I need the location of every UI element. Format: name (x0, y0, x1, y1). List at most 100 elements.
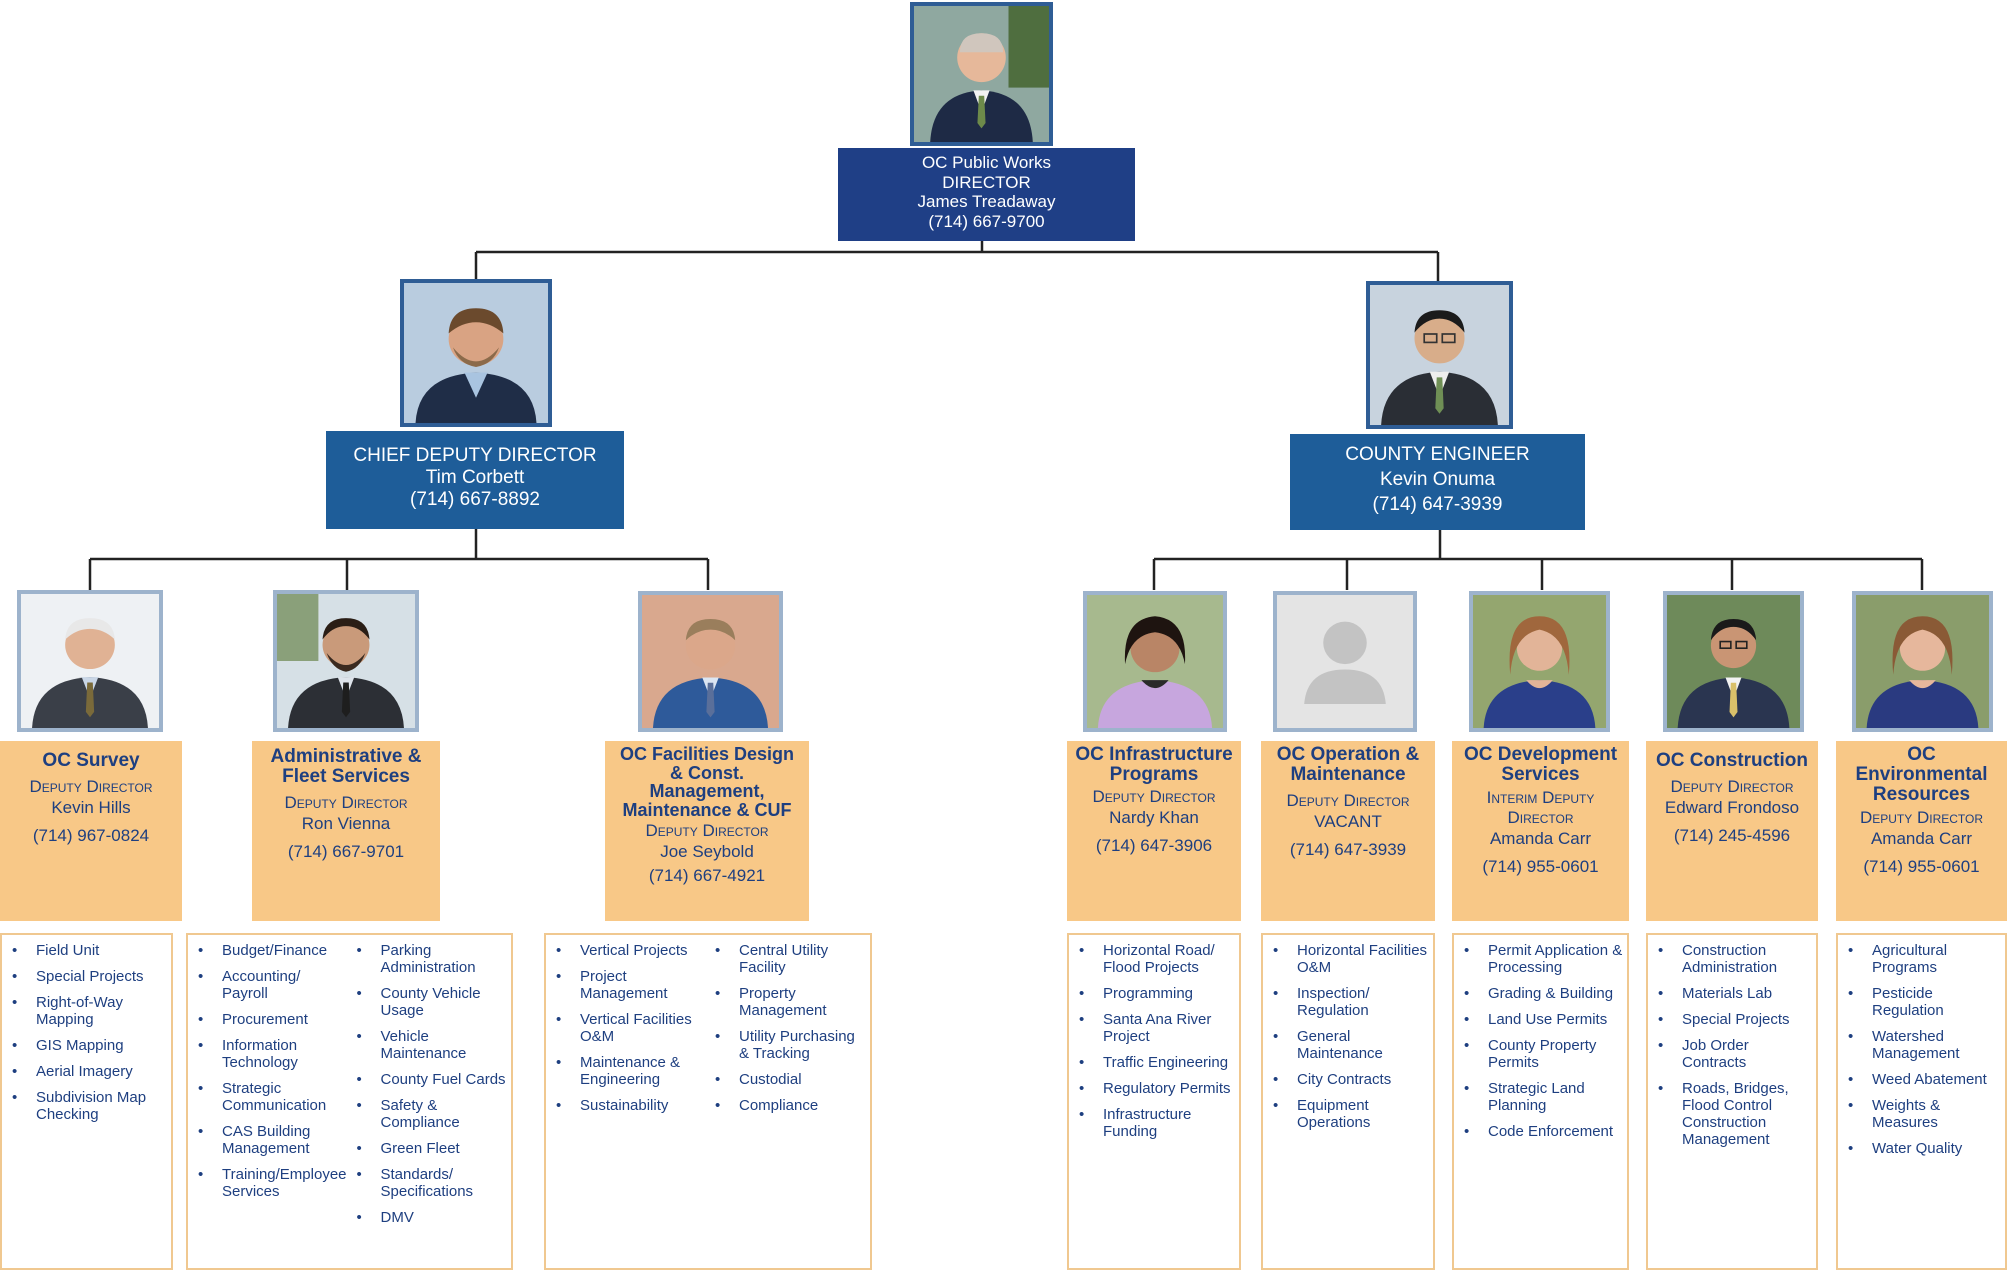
service-item: Strategic Land Planning (1464, 1080, 1623, 1114)
service-item: Infrastructure Funding (1079, 1106, 1235, 1140)
services-list: Horizontal Road/ Flood Projects Programm… (1077, 942, 1235, 1268)
division-role: Deputy Director (1286, 791, 1410, 810)
division-box-facilities: OC Facilities Design & Const. Management… (605, 741, 809, 921)
division-person: Kevin Hills (51, 798, 131, 817)
division-photo-infrastructure (1083, 591, 1227, 732)
service-item: City Contracts (1273, 1071, 1429, 1088)
division-photo-survey (17, 590, 163, 732)
director-phone: (714) 667-9700 (928, 211, 1045, 231)
services-list: Agricultural Programs Pesticide Regulati… (1846, 942, 2001, 1268)
service-item: DMV (357, 1209, 508, 1226)
service-item: Horizontal Facilities O&M (1273, 942, 1429, 976)
division-box-infrastructure: OC Infrastructure Programs Deputy Direct… (1067, 741, 1241, 921)
services-operations: Horizontal Facilities O&M Inspection/ Re… (1261, 933, 1435, 1270)
service-item: Programming (1079, 985, 1235, 1002)
director-photo (910, 2, 1053, 146)
director-box: OC Public Works DIRECTOR James Treadaway… (838, 148, 1135, 241)
county-engineer-title: COUNTY ENGINEER (1345, 444, 1530, 465)
division-phone: (714) 955-0601 (1482, 857, 1599, 876)
service-item: Land Use Permits (1464, 1011, 1623, 1028)
service-item: Weights & Measures (1848, 1097, 2001, 1131)
director-title: DIRECTOR (942, 172, 1031, 192)
division-phone: (714) 647-3939 (1289, 840, 1407, 859)
services-environmental: Agricultural Programs Pesticide Regulati… (1836, 933, 2007, 1270)
service-item: Property Management (715, 985, 866, 1019)
service-item: Materials Lab (1658, 985, 1812, 1002)
division-phone: (714) 955-0601 (1863, 857, 1980, 876)
division-photo-admin (273, 590, 419, 732)
division-name: OC Environmental Resources (1855, 744, 1988, 805)
division-box-admin: Administrative & Fleet Services Deputy D… (252, 741, 440, 921)
division-role: Deputy Director (1092, 787, 1216, 806)
division-person: Amanda Carr (1870, 829, 1973, 848)
service-item: Subdivision Map Checking (12, 1089, 167, 1123)
division-name: OC Operation & Maintenance (1276, 744, 1420, 785)
division-role: Interim Deputy Director (1486, 788, 1595, 827)
chief-deputy-box: CHIEF DEPUTY DIRECTOR Tim Corbett (714) … (326, 431, 624, 529)
service-item: Equipment Operations (1273, 1097, 1429, 1131)
service-item: County Vehicle Usage (357, 985, 508, 1019)
service-item: Santa Ana River Project (1079, 1011, 1235, 1045)
service-item: Custodial (715, 1071, 866, 1088)
division-name: OC Development Services (1463, 744, 1618, 785)
chief-deputy-photo (400, 279, 552, 427)
services-survey: Field Unit Special Projects Right-of-Way… (0, 933, 173, 1270)
services-infrastructure: Horizontal Road/ Flood Projects Programm… (1067, 933, 1241, 1270)
service-item: Safety & Compliance (357, 1097, 508, 1131)
service-item: Grading & Building (1464, 985, 1623, 1002)
services-list: Central Utility Facility Property Manage… (713, 942, 866, 1268)
division-photo-facilities (638, 591, 783, 732)
services-list: Field Unit Special Projects Right-of-Way… (10, 942, 167, 1268)
service-item: GIS Mapping (12, 1037, 167, 1054)
service-item: Information Technology (198, 1037, 349, 1071)
services-list: Permit Application & Processing Grading … (1462, 942, 1623, 1268)
service-item: Maintenance & Engineering (556, 1054, 707, 1088)
services-list: Construction Administration Materials La… (1656, 942, 1812, 1268)
county-engineer-box: COUNTY ENGINEER Kevin Onuma (714) 647-39… (1290, 434, 1585, 530)
service-item: CAS Building Management (198, 1123, 349, 1157)
division-phone: (714) 967-0824 (32, 826, 150, 845)
services-list: Budget/Finance Accounting/ Payroll Procu… (196, 942, 349, 1268)
services-list: Vertical Projects Project Management Ver… (554, 942, 707, 1268)
service-item: Permit Application & Processing (1464, 942, 1623, 976)
service-item: Standards/ Specifications (357, 1166, 508, 1200)
county-engineer-photo (1366, 281, 1513, 429)
service-item: Job Order Contracts (1658, 1037, 1812, 1071)
service-item: Procurement (198, 1011, 349, 1028)
service-item: Watershed Management (1848, 1028, 2001, 1062)
service-item: Roads, Bridges, Flood Control Constructi… (1658, 1080, 1812, 1148)
division-person: Amanda Carr (1489, 829, 1592, 848)
director-org: OC Public Works (921, 153, 1052, 172)
division-phone: (714) 667-9701 (287, 842, 405, 861)
service-item: Accounting/ Payroll (198, 968, 349, 1002)
service-item: Parking Administration (357, 942, 508, 976)
division-name: OC Construction (1656, 750, 1808, 771)
services-facilities: Vertical Projects Project Management Ver… (544, 933, 872, 1270)
service-item: County Fuel Cards (357, 1071, 508, 1088)
service-item: Field Unit (12, 942, 167, 959)
service-item: Regulatory Permits (1079, 1080, 1235, 1097)
service-item: Water Quality (1848, 1140, 2001, 1157)
division-photo-construction (1663, 591, 1804, 732)
division-person: Joe Seybold (660, 842, 754, 861)
services-list: Parking Administration County Vehicle Us… (355, 942, 508, 1268)
service-item: Agricultural Programs (1848, 942, 2001, 976)
division-box-construction: OC Construction Deputy Director Edward F… (1646, 741, 1818, 921)
division-phone: (714) 647-3906 (1095, 836, 1213, 855)
service-item: Strategic Communication (198, 1080, 349, 1114)
services-construction: Construction Administration Materials La… (1646, 933, 1818, 1270)
service-item: Right-of-Way Mapping (12, 994, 167, 1028)
chief-deputy-phone: (714) 667-8892 (410, 489, 540, 510)
service-item: Traffic Engineering (1079, 1054, 1235, 1071)
division-role: Deputy Director (284, 793, 408, 812)
chief-deputy-title: CHIEF DEPUTY DIRECTOR (353, 445, 597, 466)
services-development: Permit Application & Processing Grading … (1452, 933, 1629, 1270)
division-role: Deputy Director (1670, 777, 1794, 796)
chief-deputy-name: Tim Corbett (425, 467, 525, 488)
service-item: Special Projects (1658, 1011, 1812, 1028)
division-name: OC Infrastructure Programs (1075, 744, 1233, 785)
services-admin: Budget/Finance Accounting/ Payroll Procu… (186, 933, 513, 1270)
service-item: Aerial Imagery (12, 1063, 167, 1080)
service-item: Weed Abatement (1848, 1071, 2001, 1088)
